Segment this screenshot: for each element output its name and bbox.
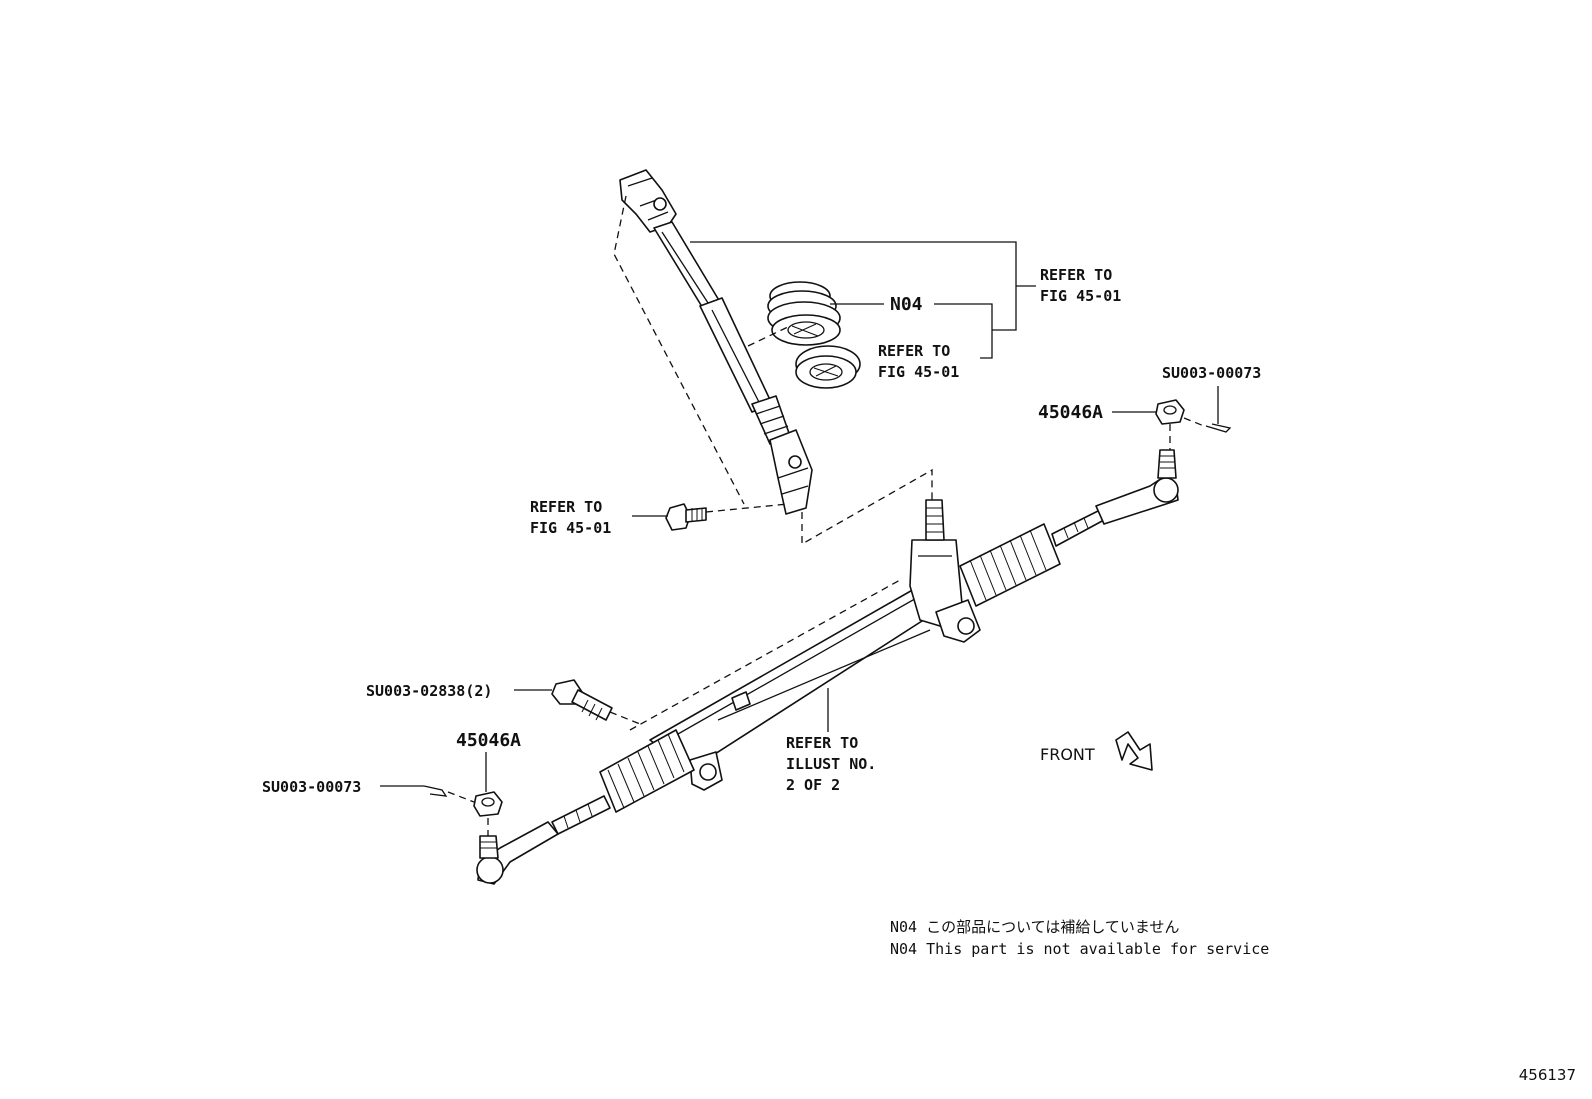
front-arrow-icon: [1115, 731, 1153, 771]
figure-id: 456137: [1519, 1066, 1576, 1084]
refer-fig-mid-line1: REFER TO: [878, 342, 950, 360]
mounting-bolt: [551, 679, 613, 721]
refer-fig-top-line2: FIG 45-01: [1040, 287, 1121, 305]
left-castle-nut: [473, 791, 503, 817]
left-tie-rod: [476, 795, 611, 885]
right-tie-rod: [1051, 449, 1179, 547]
right-rack-boot: [959, 523, 1061, 607]
refer-fig-left-line1: REFER TO: [530, 498, 602, 516]
su-right-label: SU003-00073: [1162, 364, 1261, 382]
note-japanese: N04 この部品については補給していません: [890, 918, 1179, 936]
su-bolt-label: SU003-02838(2): [366, 682, 492, 700]
left-rack-boot: [599, 729, 695, 813]
intermediate-shaft: [619, 169, 813, 515]
right-castle-nut: [1155, 399, 1185, 425]
part-left-label: 45046A: [456, 730, 521, 751]
leader-lines: [380, 241, 1219, 792]
n04-callout: N04: [890, 294, 923, 315]
assembly-lines: [447, 195, 1205, 836]
part-right-label: 45046A: [1038, 402, 1103, 423]
refer-fig-top-line1: REFER TO: [1040, 266, 1112, 284]
note-english: N04 This part is not available for servi…: [890, 940, 1269, 958]
left-cotter-pin: [423, 785, 448, 797]
su-left-label: SU003-00073: [262, 778, 361, 796]
refer-illust-line1: REFER TO: [786, 734, 858, 752]
refer-fig-left-line2: FIG 45-01: [530, 519, 611, 537]
front-label: FRONT: [1040, 745, 1095, 764]
dust-boot: [767, 281, 841, 346]
refer-illust-line3: 2 OF 2: [786, 776, 840, 794]
right-cotter-pin: [1205, 423, 1232, 433]
refer-illust-line2: ILLUST NO.: [786, 755, 876, 773]
gear-housing: [649, 499, 981, 791]
shaft-bolt: [665, 503, 707, 531]
seal-ring: [795, 345, 861, 389]
refer-fig-mid-line2: FIG 45-01: [878, 363, 959, 381]
